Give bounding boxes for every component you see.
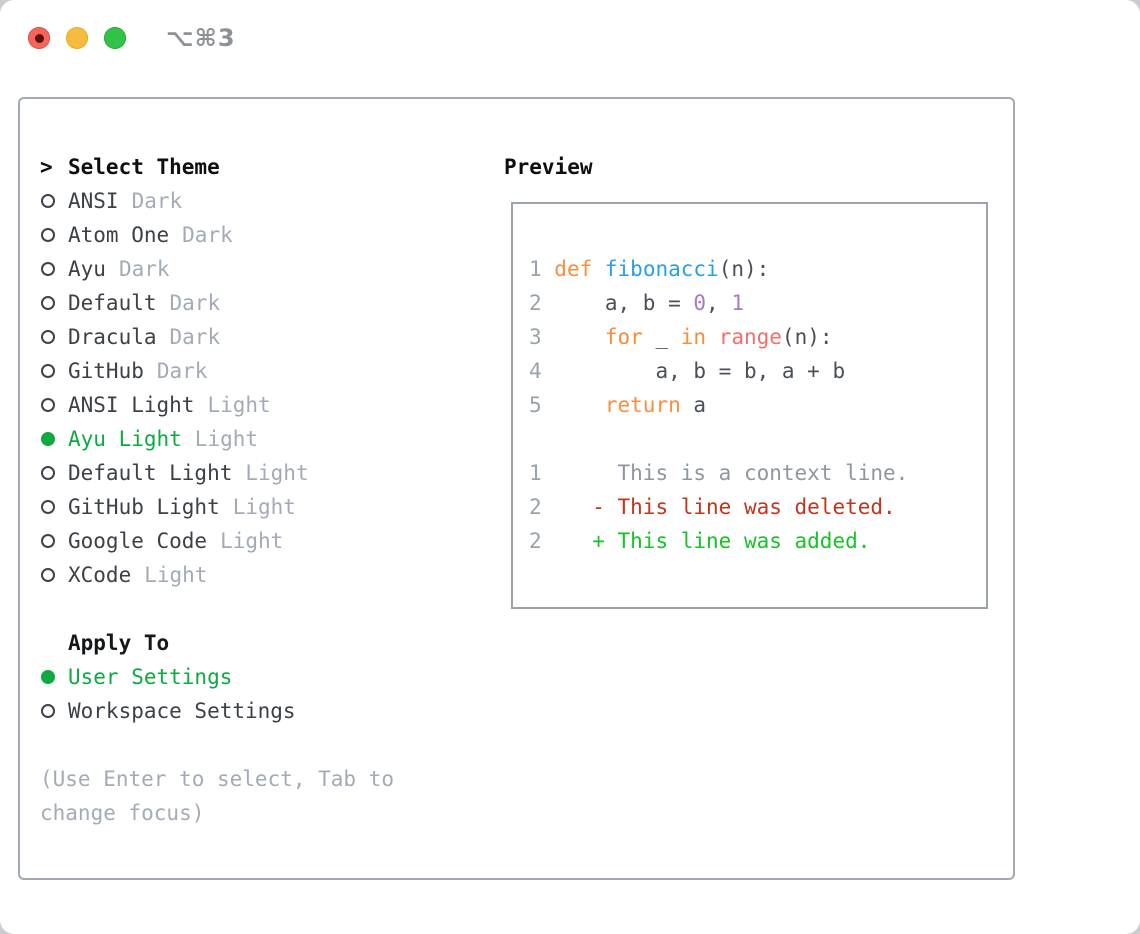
apply-to-title: Apply To: [68, 631, 170, 655]
variant-tag: Dark: [182, 223, 233, 247]
code-line: 1 def fibonacci(n):: [529, 257, 770, 281]
variant-tag: Light: [220, 529, 284, 553]
code-line: 2 - This line was deleted.: [529, 495, 896, 519]
titlebar: ⌥⌘3: [0, 0, 1140, 76]
option-label: ANSI Light: [68, 393, 195, 417]
preview-column: Preview 1 def fibonacci(n): 2 a, b = 0, 1…: [504, 150, 988, 609]
option-label: GitHub Light: [68, 495, 220, 519]
theme-option[interactable]: GitHub Dark: [40, 354, 480, 388]
variant-tag: Dark: [169, 291, 221, 315]
help-text: (Use Enter to select, Tab to change focus…: [40, 762, 480, 830]
code-preview: 1 def fibonacci(n): 2 a, b = 0, 1 3 for _ …: [529, 252, 970, 558]
radio-unselected-icon: [40, 228, 68, 242]
radio-unselected-icon: [40, 466, 68, 480]
preview-title: Preview: [504, 155, 593, 179]
variant-tag: Light: [144, 563, 208, 587]
radio-unselected-icon: [40, 704, 68, 718]
radio-selected-icon: [40, 670, 68, 684]
variant-tag: Dark: [118, 257, 170, 281]
option-label: Ayu: [68, 257, 106, 281]
theme-option[interactable]: ANSI Light Light: [40, 388, 480, 422]
code-line: 3 for _ in range(n):: [529, 325, 833, 349]
cursor-marker: >: [40, 155, 53, 179]
preview-header-row: Preview: [504, 150, 988, 184]
option-label: Dracula: [68, 325, 157, 349]
theme-option[interactable]: Atom One Dark: [40, 218, 480, 252]
option-label: User Settings: [68, 665, 233, 689]
theme-option[interactable]: Google Code Light: [40, 524, 480, 558]
keyboard-shortcut-label: ⌥⌘3: [166, 24, 236, 52]
radio-unselected-icon: [40, 262, 68, 276]
maximize-button[interactable]: [104, 27, 126, 49]
theme-option[interactable]: XCode Light: [40, 558, 480, 592]
code-line: 2 + This line was added.: [529, 529, 871, 553]
radio-unselected-icon: [40, 364, 68, 378]
theme-option[interactable]: ANSI Dark: [40, 184, 480, 218]
variant-tag: Light: [245, 461, 309, 485]
option-label: Default Light: [68, 461, 233, 485]
option-label: ANSI: [68, 189, 119, 213]
radio-unselected-icon: [40, 534, 68, 548]
close-button[interactable]: [28, 27, 50, 49]
variant-tag: Dark: [131, 189, 183, 213]
traffic-lights: [28, 27, 126, 49]
variant-tag: Dark: [156, 359, 208, 383]
radio-unselected-icon: [40, 398, 68, 412]
help-text-line: (Use Enter to select, Tab to: [40, 767, 395, 791]
option-label: Workspace Settings: [68, 699, 296, 723]
radio-unselected-icon: [40, 330, 68, 344]
theme-option[interactable]: Ayu Dark: [40, 252, 480, 286]
option-label: Default: [68, 291, 157, 315]
help-text-line: change focus): [40, 801, 205, 825]
minimize-button[interactable]: [66, 27, 88, 49]
variant-tag: Dark: [169, 325, 221, 349]
radio-unselected-icon: [40, 296, 68, 310]
variant-tag: Light: [194, 427, 259, 451]
radio-unselected-icon: [40, 194, 68, 208]
radio-unselected-icon: [40, 568, 68, 582]
code-line: 4 a, b = b, a + b: [529, 359, 846, 383]
theme-option[interactable]: Ayu Light Light: [40, 422, 480, 456]
radio-selected-icon: [40, 432, 68, 446]
select-theme-title: Select Theme: [68, 155, 220, 179]
apply-to-option[interactable]: Workspace Settings: [40, 694, 480, 728]
theme-option[interactable]: Dracula Dark: [40, 320, 480, 354]
theme-option[interactable]: Default Light Light: [40, 456, 480, 490]
code-line: 2 a, b = 0, 1: [529, 291, 744, 315]
radio-unselected-icon: [40, 500, 68, 514]
theme-option[interactable]: Default Dark: [40, 286, 480, 320]
theme-option[interactable]: GitHub Light Light: [40, 490, 480, 524]
code-line: [529, 422, 970, 456]
apply-to-option[interactable]: User Settings: [40, 660, 480, 694]
option-label: GitHub: [68, 359, 144, 383]
code-line: 1 This is a context line.: [529, 461, 909, 485]
option-label: Ayu Light: [68, 427, 182, 451]
option-label: Google Code: [68, 529, 208, 553]
option-label: Atom One: [68, 223, 170, 247]
variant-tag: Light: [232, 495, 296, 519]
variant-tag: Light: [207, 393, 271, 417]
option-label: XCode: [68, 563, 132, 587]
code-line: 5 return a: [529, 393, 707, 417]
close-dot-icon: [34, 33, 44, 43]
preview-box: 1 def fibonacci(n): 2 a, b = 0, 1 3 for _ …: [511, 202, 988, 609]
select-theme-header-row: > Select Theme: [40, 150, 480, 184]
apply-to-header-row: Apply To: [40, 626, 480, 660]
